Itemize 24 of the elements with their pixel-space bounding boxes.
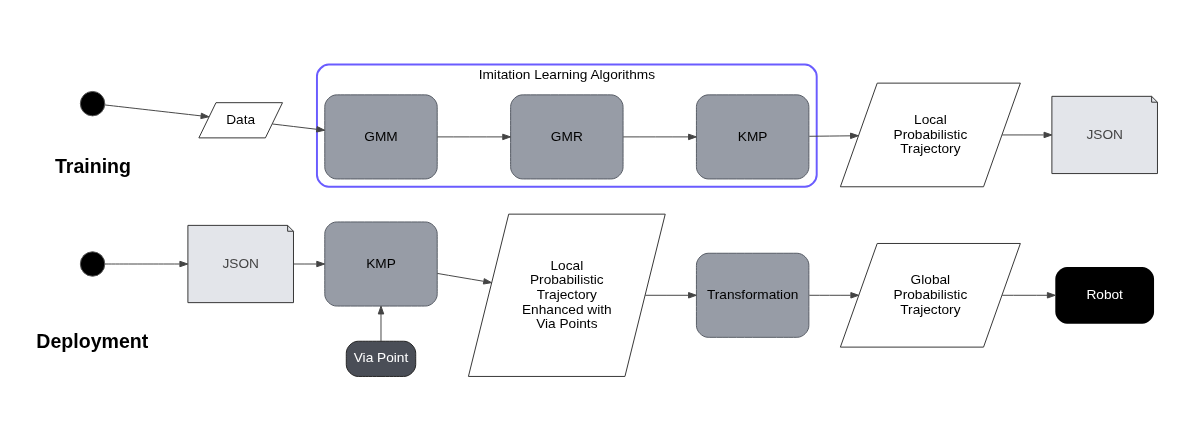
node-box: Via Point — [345, 340, 417, 377]
node-box: KMP — [695, 94, 810, 180]
arrow — [436, 272, 492, 285]
node-circle — [79, 90, 106, 117]
label: Training — [54, 155, 131, 178]
arrow — [271, 123, 326, 133]
node-box: KMP — [324, 221, 438, 307]
arrow — [104, 104, 210, 120]
node-circle — [79, 251, 106, 277]
node-box: Robot — [1055, 266, 1155, 324]
arrow — [377, 305, 385, 342]
arrow — [808, 132, 859, 140]
arrow — [436, 133, 512, 141]
arrow — [1001, 131, 1053, 139]
arrow — [293, 260, 326, 268]
arrow — [808, 292, 860, 299]
label: Deployment — [36, 330, 149, 353]
node-box: GMM — [324, 94, 438, 180]
arrow — [644, 292, 697, 299]
arrow — [1001, 292, 1056, 299]
arrow — [622, 133, 697, 141]
node-box: Transformation — [695, 252, 810, 338]
arrow — [104, 260, 189, 268]
node-box: GMR — [510, 94, 624, 180]
